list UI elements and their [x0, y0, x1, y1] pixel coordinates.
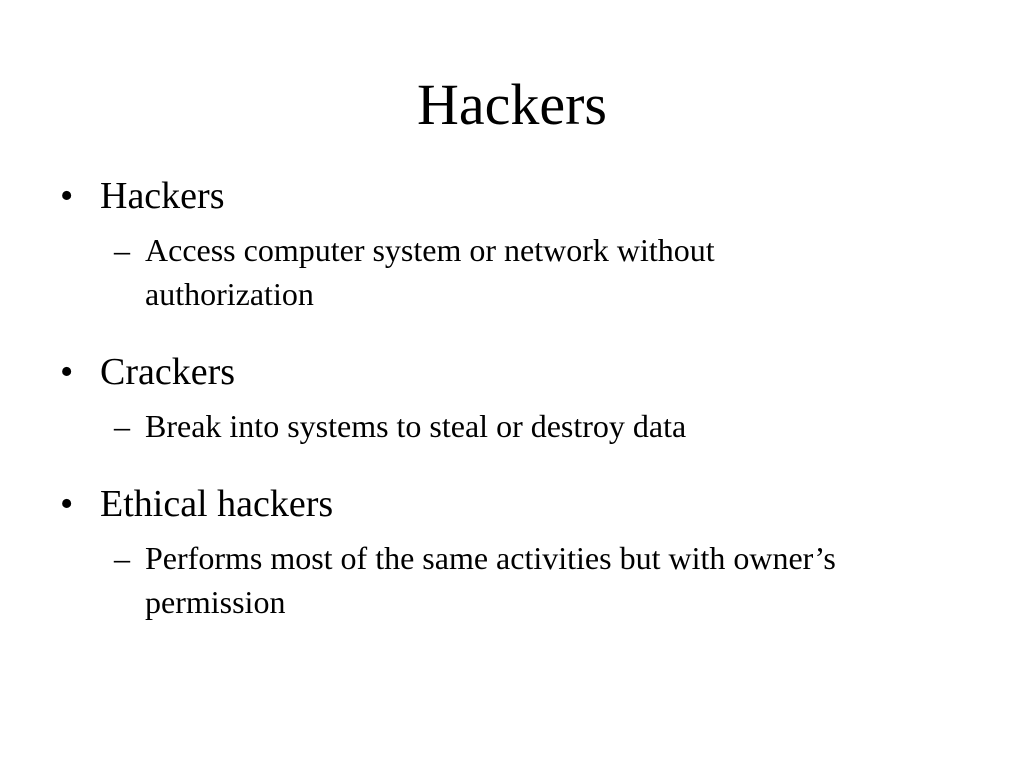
sub-bullet-item: – Performs most of the same activities b…	[114, 536, 885, 624]
bullet-marker: •	[60, 483, 74, 525]
sub-bullet-item: – Access computer system or network with…	[114, 228, 885, 316]
bullet-group-crackers: • Crackers – Break into systems to steal…	[60, 348, 960, 448]
sub-bullet-marker: –	[114, 408, 130, 444]
bullet-text: Ethical hackers	[100, 483, 334, 525]
bullet-item: • Hackers	[60, 172, 960, 220]
slide-title: Hackers	[416, 72, 607, 137]
bullet-text: Hackers	[100, 175, 225, 217]
bullet-group-hackers: • Hackers – Access computer system or ne…	[60, 172, 960, 316]
sub-bullet-marker: –	[114, 540, 130, 576]
sub-bullet-marker: –	[114, 232, 130, 268]
bullet-marker: •	[60, 175, 74, 217]
bullet-item: • Crackers	[60, 348, 960, 396]
sub-bullet-text: Access computer system or network withou…	[145, 232, 715, 312]
bullet-marker: •	[60, 351, 74, 393]
sub-bullet-item: – Break into systems to steal or destroy…	[114, 404, 885, 448]
bullet-text: Crackers	[100, 351, 236, 393]
bullet-item: • Ethical hackers	[60, 480, 960, 528]
sub-bullet-text: Break into systems to steal or destroy d…	[145, 408, 687, 444]
slide-body: • Hackers – Access computer system or ne…	[60, 172, 960, 656]
sub-bullet-text: Performs most of the same activities but…	[145, 540, 836, 620]
bullet-group-ethical-hackers: • Ethical hackers – Performs most of the…	[60, 480, 960, 624]
